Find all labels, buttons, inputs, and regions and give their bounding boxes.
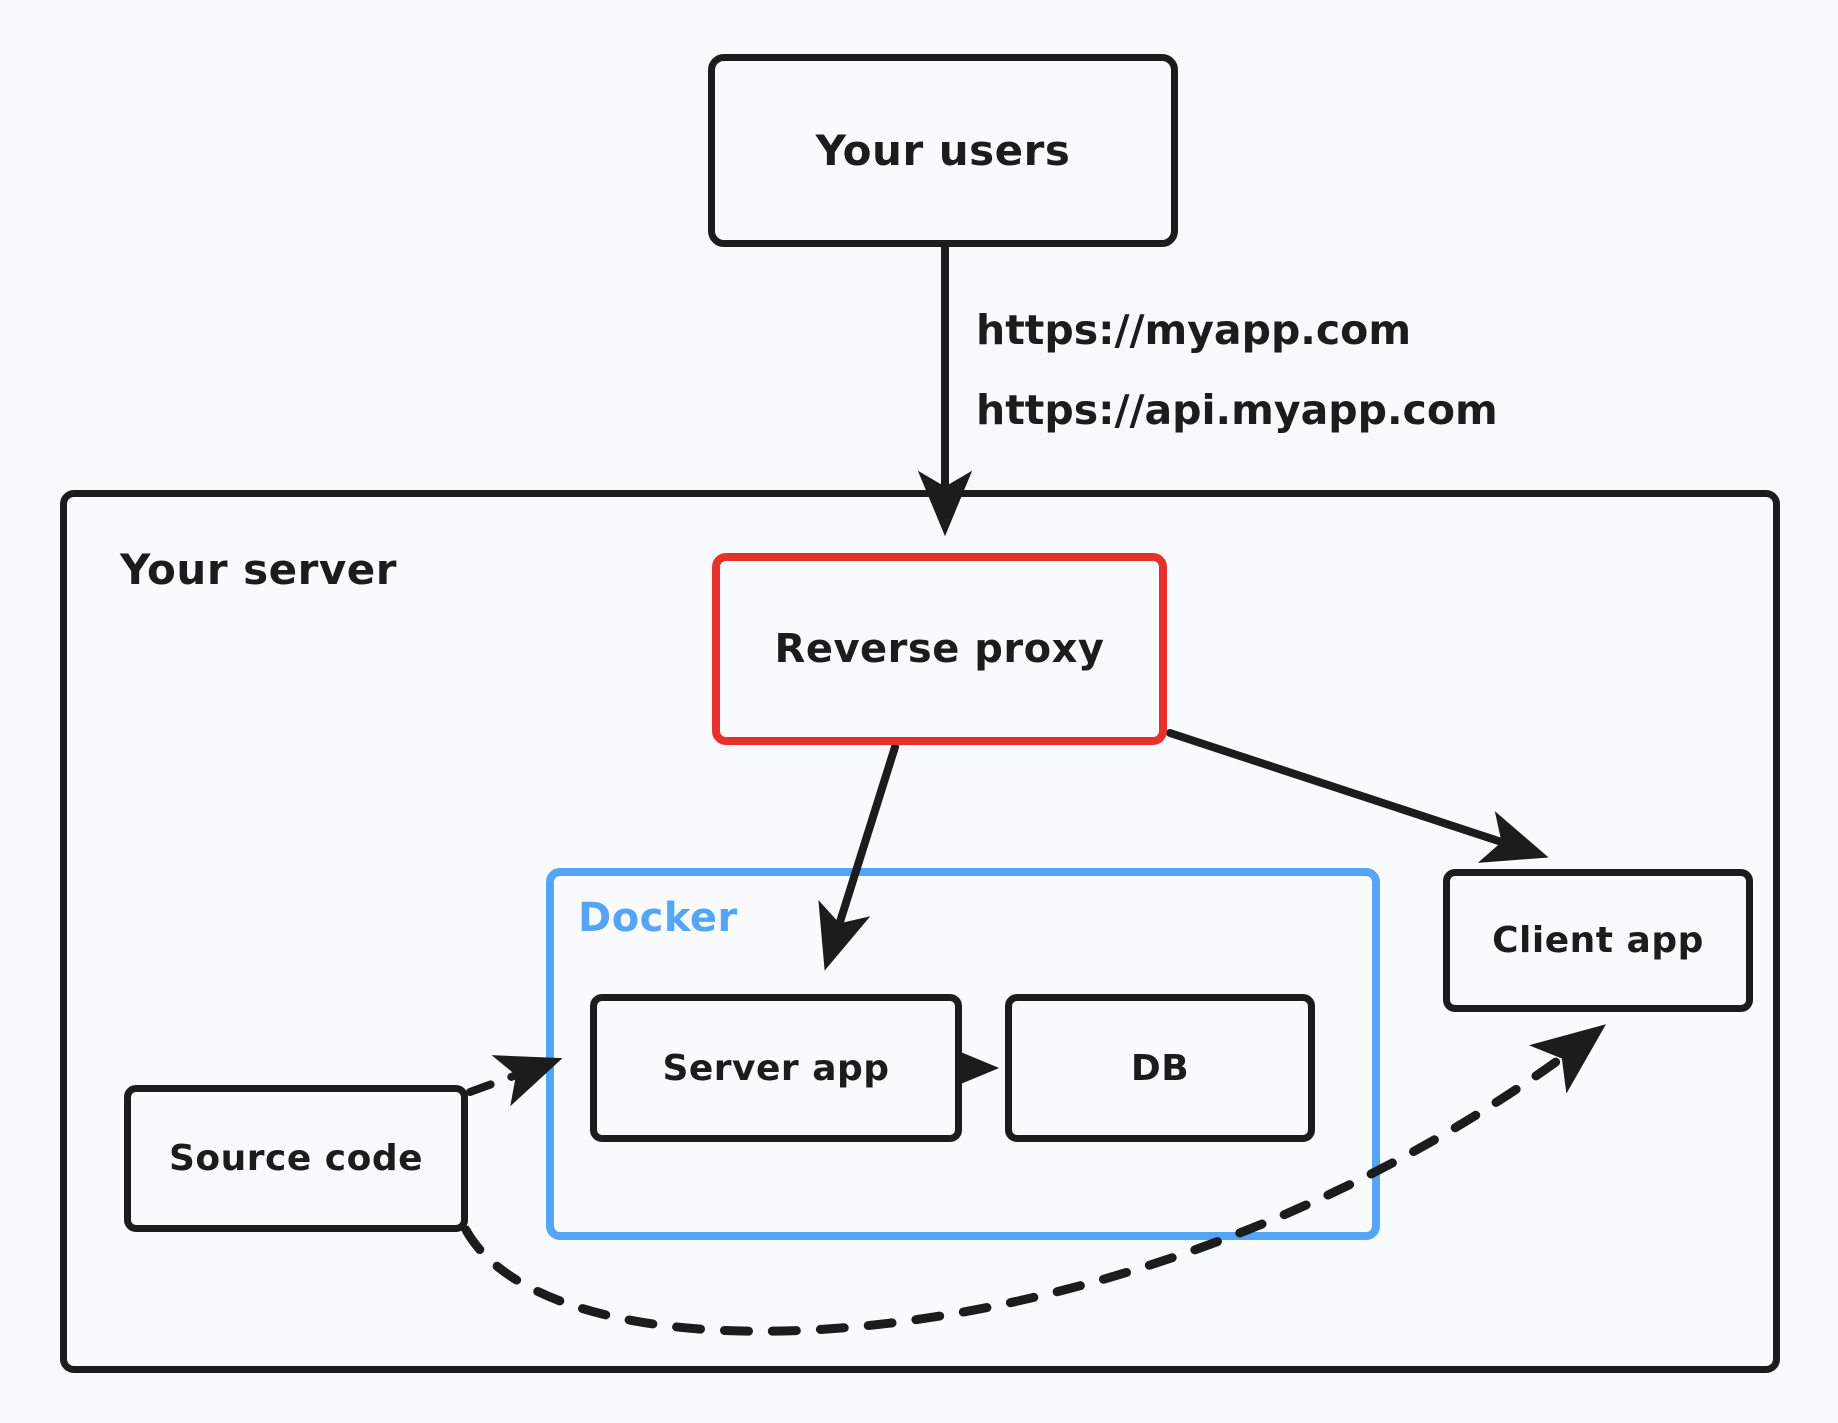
node-reverse-proxy-label: Reverse proxy [774, 626, 1105, 672]
edge-source-code-to-server-app [466, 1055, 563, 1107]
node-server-app[interactable]: Server app [590, 994, 962, 1142]
edge-source-code-to-client-app [461, 1024, 1606, 1336]
edge-label-https-api-myapp: https://api.myapp.com [976, 386, 1498, 434]
edge-label-https-myapp: https://myapp.com [976, 306, 1412, 354]
group-your-server-label: Your server [120, 545, 397, 594]
node-your-users[interactable]: Your users [708, 54, 1178, 247]
node-reverse-proxy[interactable]: Reverse proxy [712, 553, 1167, 745]
node-client-app-label: Client app [1492, 920, 1704, 961]
node-db-label: DB [1130, 1047, 1190, 1089]
node-client-app[interactable]: Client app [1443, 869, 1753, 1012]
node-your-users-label: Your users [815, 126, 1071, 175]
node-server-app-label: Server app [662, 1047, 890, 1089]
group-docker-label: Docker [578, 895, 738, 941]
node-db[interactable]: DB [1005, 994, 1315, 1142]
node-source-code[interactable]: Source code [124, 1085, 468, 1232]
edge-reverse-proxy-to-client-app [1166, 729, 1549, 863]
node-source-code-label: Source code [168, 1138, 424, 1179]
edge-reverse-proxy-to-server-app [818, 743, 899, 971]
